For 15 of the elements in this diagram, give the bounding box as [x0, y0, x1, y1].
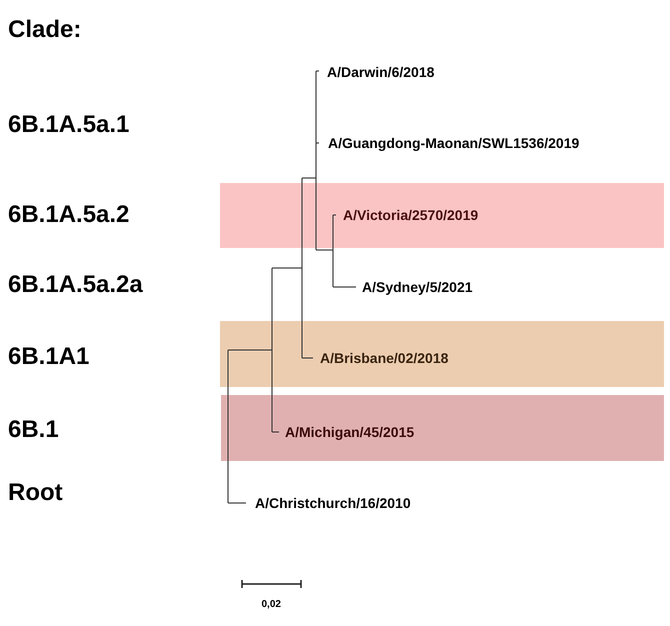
clade-label: 6B.1A.5a.1: [8, 111, 130, 139]
taxon-label: A/Guangdong-Maonan/SWL1536/2019: [328, 135, 580, 151]
clade-label: Root: [8, 479, 63, 507]
clade-label: 6B.1A.5a.2a: [8, 271, 143, 299]
clade-label: 6B.1A1: [8, 343, 90, 371]
clade-label: 6B.1A.5a.2: [8, 201, 130, 229]
clade-label: 6B.1: [8, 416, 59, 444]
taxon-label: A/Sydney/5/2021: [362, 279, 473, 295]
taxon-label: A/Darwin/6/2018: [327, 64, 434, 80]
taxon-label: A/Victoria/2570/2019: [343, 207, 478, 223]
taxon-label: A/Brisbane/02/2018: [320, 350, 448, 366]
taxon-label: A/Christchurch/16/2010: [255, 495, 411, 511]
taxon-label: A/Michigan/45/2015: [285, 424, 414, 440]
scale-label: 0,02: [262, 599, 281, 611]
heading: Clade:: [8, 16, 82, 44]
